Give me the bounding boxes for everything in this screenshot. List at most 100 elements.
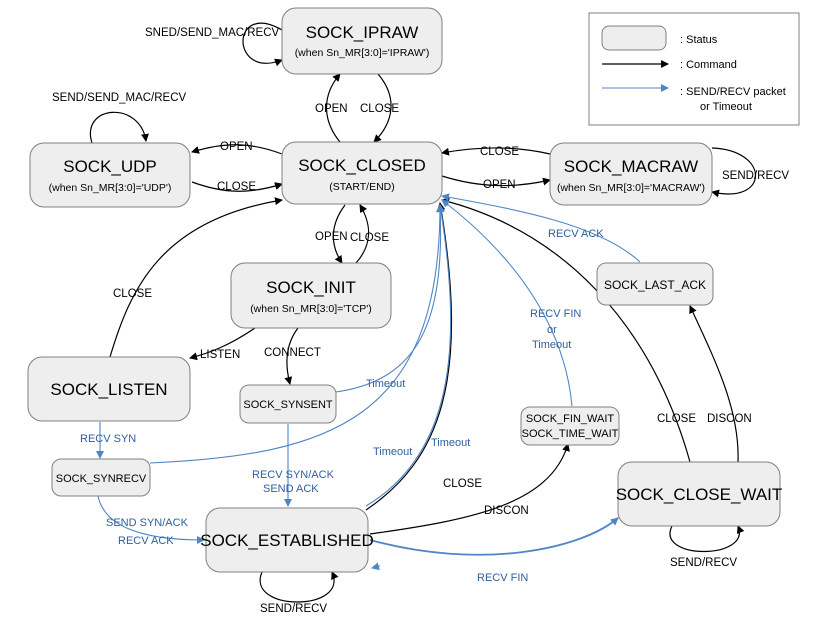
state-name: SOCK_MACRAW [564,157,698,176]
label-discon-closewait: DISCON [707,413,752,425]
discon-established-to-finwait [369,443,570,535]
connect-init-to-synsent [284,327,299,385]
state-name-line2: SOCK_TIME_WAIT [522,428,619,440]
state-condition: (when Sn_MR[3:0]='UDP') [49,182,172,194]
legend-status-swatch [601,25,667,51]
label-open-init: OPEN [315,231,348,243]
label-open-udp: OPEN [220,141,253,153]
ipraw-self-loop [242,22,283,67]
close-listen-to-closed [109,197,283,358]
close-established-to-closed [365,202,453,511]
label-timeout-synsent: Timeout [366,378,405,390]
recv-fin-finwait-to-closed [441,199,573,407]
legend: : Status : Command : SEND/RECV packet or… [588,12,800,126]
recv-fin-return [371,562,381,571]
recv-fin-established-to-closewait [369,517,619,556]
label-close-udp: CLOSE [217,181,256,193]
packet-transitions [96,193,641,571]
label-close-listen: CLOSE [113,288,152,300]
legend-status-label: : Status [680,34,718,46]
packet-labels: Timeout Timeout Timeout RECV SYN RECV SY… [80,228,604,584]
state-sock-synrecv: SOCK_SYNRECV [51,458,151,497]
label-connect: CONNECT [264,347,321,359]
state-name: SOCK_IPRAW [306,23,419,42]
state-condition: (when Sn_MR[3:0]='MACRAW') [557,182,705,194]
state-name: SOCK_UDP [63,157,157,176]
state-name: SOCK_ESTABLISHED [200,531,374,550]
send-synack-synrecv-to-established [97,495,205,544]
legend-command-label: : Command [680,59,737,71]
state-sock-closed: SOCK_CLOSED (START/END) [281,141,443,205]
state-name: SOCK_LAST_ACK [604,278,706,292]
state-name: SOCK_CLOSED [298,156,426,175]
state-box [281,141,443,205]
label-udp-self: SEND/SEND_MAC/RECV [52,92,187,104]
timeout-synrecv-to-closed [149,204,444,464]
open-closed-to-ipraw [325,73,341,143]
state-box [520,406,620,446]
state-name-line1: SOCK_FIN_WAIT [526,413,614,425]
state-box [29,142,191,208]
state-sock-init: SOCK_INIT (when Sn_MR[3:0]='TCP') [230,262,392,329]
label-recv-fin-timeout-1: RECV FIN [530,308,581,320]
established-self-loop [259,571,339,603]
label-recv-fin-timeout-3: Timeout [532,339,571,351]
timeout-established-to-closed [365,204,452,507]
label-recv-fin-timeout-2: or [547,324,557,336]
label-timeout-synrecv: Timeout [373,446,412,458]
state-name: SOCK_CLOSE_WAIT [616,485,783,504]
state-box [549,142,713,206]
label-listen: LISTEN [200,349,240,361]
open-closed-to-init [332,204,346,264]
state-box [281,7,443,75]
state-sock-synsent: SOCK_SYNSENT [239,384,337,424]
label-open-macraw: OPEN [483,179,516,191]
state-box [596,262,714,306]
label-timeout-established: Timeout [431,437,470,449]
close-ipraw-to-closed [373,73,392,143]
state-sock-close-wait: SOCK_CLOSE_WAIT [616,461,783,527]
recv-ack-lastack-to-closed [441,193,641,263]
label-send-synack-2: RECV ACK [118,535,174,547]
label-macraw-self: SEND/RECV [722,170,789,182]
state-sock-listen: SOCK_LISTEN [27,356,191,422]
closewait-self-loop [669,525,745,553]
state-sock-last-ack: SOCK_LAST_ACK [596,262,714,306]
command-labels: SNED/SEND_MAC/RECV OPEN CLOSE SEND/SEND_… [52,27,789,615]
label-close-macraw: CLOSE [480,146,519,158]
label-close-ipraw: CLOSE [360,103,399,115]
timeout-synsent-to-closed [335,204,445,393]
discon-closewait-to-lastack [689,305,739,463]
state-box [617,461,781,527]
label-close-init: CLOSE [350,232,389,244]
close-init-to-closed [355,204,370,264]
label-recv-fin-bottom: RECV FIN [477,572,528,584]
label-send-synack-1: SEND SYN/ACK [106,517,189,529]
label-close-established: CLOSE [443,478,482,490]
label-recv-ack: RECV ACK [548,228,604,240]
state-sock-established: SOCK_ESTABLISHED [200,507,374,573]
close-closewait-to-closed [441,197,691,463]
state-box [27,356,191,422]
label-discon-established: DISCON [484,505,529,517]
label-open-ipraw: OPEN [315,103,348,115]
macraw-self-loop [711,147,757,198]
label-closewait-self: SEND/RECV [670,557,737,569]
open-closed-to-udp [191,144,283,155]
state-sock-macraw: SOCK_MACRAW (when Sn_MR[3:0]='MACRAW') [549,142,713,206]
state-condition: (when Sn_MR[3:0]='TCP') [250,303,372,315]
close-udp-to-closed [191,181,283,192]
state-condition: (START/END) [329,181,395,193]
state-sock-udp: SOCK_UDP (when Sn_MR[3:0]='UDP') [29,142,191,208]
label-close-closewait: CLOSE [657,413,696,425]
label-established-self: SEND/RECV [260,603,327,615]
udp-self-loop [89,111,149,144]
legend-packet-label-1: : SEND/RECV packet [680,86,786,98]
listen-init-to-listen [189,327,256,361]
state-box [205,507,369,573]
state-condition: (when Sn_MR[3:0]='IPRAW') [295,47,430,59]
label-recv-syn: RECV SYN [80,433,136,445]
label-recv-synack-2: SEND ACK [263,483,319,495]
state-sock-fin-wait: SOCK_FIN_WAIT SOCK_TIME_WAIT [520,406,620,446]
